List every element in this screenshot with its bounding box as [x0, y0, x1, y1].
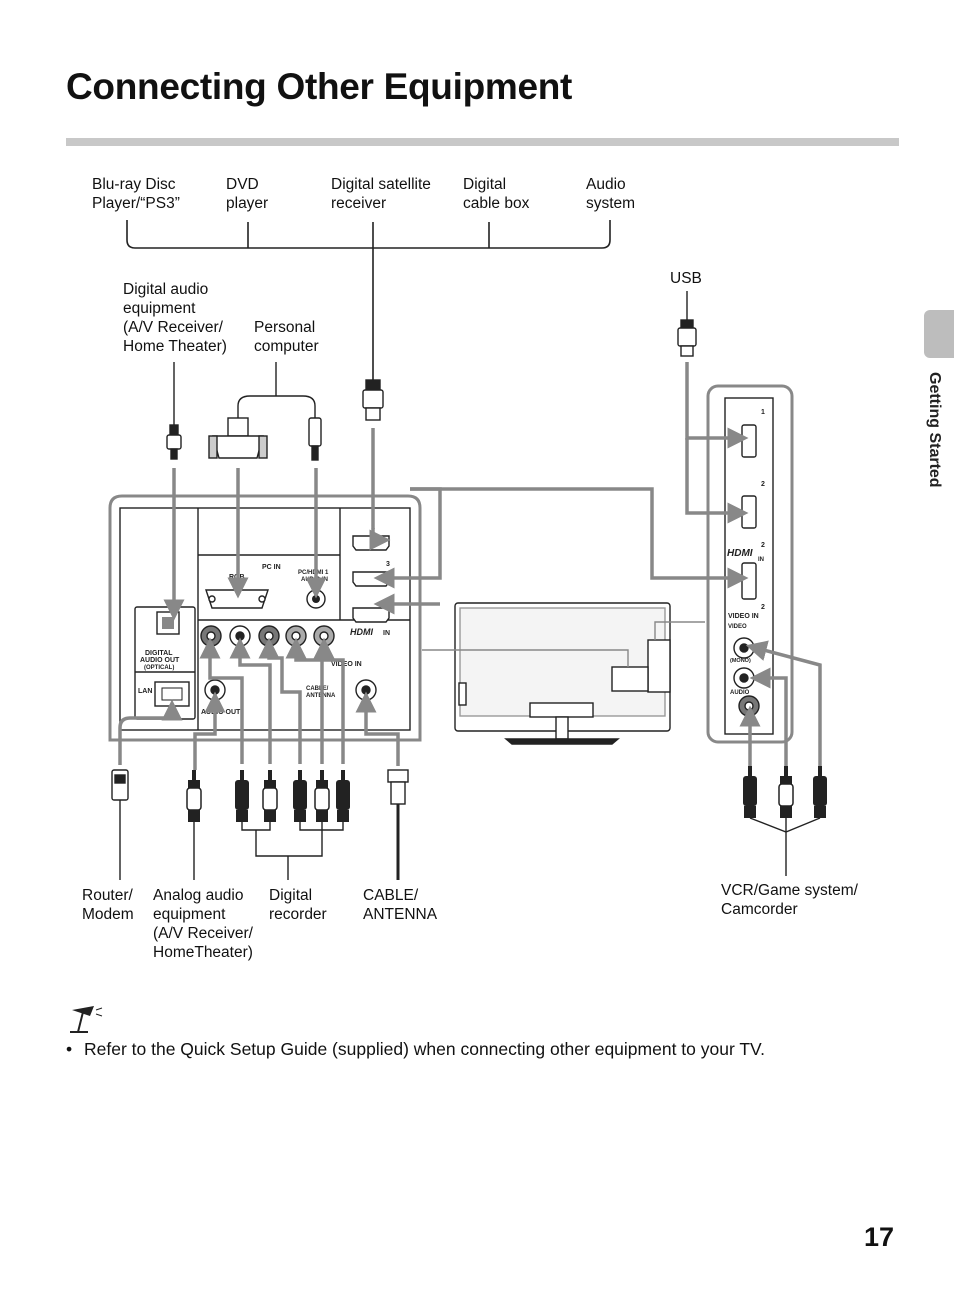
svg-text:PC IN: PC IN — [262, 564, 281, 571]
vcr-plug-1 — [743, 766, 757, 818]
vga-plug-icon — [208, 417, 268, 459]
page-title: Connecting Other Equipment — [66, 66, 573, 107]
coax-plug-icon — [387, 769, 409, 805]
svg-text:(MONO): (MONO) — [730, 658, 751, 664]
usb-port-1 — [741, 424, 757, 458]
optical-plug-icon — [166, 424, 182, 460]
hdmi-port-4 — [352, 607, 390, 623]
label-router: Router/Modem — [82, 887, 134, 923]
svg-text:2: 2 — [761, 481, 765, 488]
hdmi-device-bracket — [126, 220, 611, 380]
svg-text:HDMI: HDMI — [727, 548, 753, 559]
usb-port-2 — [741, 495, 757, 529]
recorder-plug-2 — [262, 769, 278, 823]
svg-text:AUDIO: AUDIO — [730, 690, 750, 696]
hdmi-port-1 — [352, 535, 390, 551]
svg-text:1: 1 — [761, 409, 765, 416]
svg-text:AUDIO OUT: AUDIO OUT — [140, 657, 180, 664]
svg-text:DIGITAL: DIGITAL — [145, 650, 173, 657]
svg-text:(OPTICAL): (OPTICAL) — [144, 665, 174, 671]
svg-text:LAN: LAN — [138, 688, 152, 695]
pc-audio-plug-icon — [308, 417, 322, 461]
vcr-plug-3 — [813, 766, 827, 818]
connection-diagram: 1 3 4 PC IN RGB PC/HDMI 1 AUDIO IN DIGIT… — [108, 220, 827, 880]
hdmi-port-3 — [352, 571, 390, 587]
svg-text:AUDIO OUT: AUDIO OUT — [201, 709, 241, 716]
vga-port — [205, 589, 269, 609]
recorder-plug-3 — [293, 770, 307, 822]
svg-text:PC/HDMI 1: PC/HDMI 1 — [298, 570, 329, 576]
recorder-plug-4 — [314, 769, 330, 823]
svg-text:2: 2 — [761, 604, 765, 611]
svg-text:VIDEO: VIDEO — [728, 624, 747, 630]
lan-plug-icon — [111, 769, 129, 801]
label-cable-antenna: CABLE/ANTENNA — [363, 887, 438, 923]
svg-text:3: 3 — [386, 561, 390, 568]
page-number: 17 — [864, 1222, 895, 1252]
title-rule — [66, 138, 899, 146]
label-usb: USB — [670, 270, 702, 287]
svg-text:VIDEO IN: VIDEO IN — [728, 613, 759, 620]
recorder-plug-1 — [235, 770, 249, 822]
note-item: •Refer to the Quick Setup Guide (supplie… — [66, 1039, 765, 1059]
svg-text:IN: IN — [383, 630, 390, 637]
svg-text:CABLE/: CABLE/ — [306, 686, 329, 692]
side-tab-marker — [924, 310, 954, 358]
hdmi-plug-icon — [362, 379, 384, 421]
tip-icon — [70, 1006, 103, 1033]
svg-text:HDMI: HDMI — [350, 627, 373, 637]
side-hdmi-port — [741, 562, 757, 600]
vcr-plug-2 — [778, 765, 794, 819]
svg-text:IN: IN — [758, 557, 764, 563]
note-text: Refer to the Quick Setup Guide (supplied… — [84, 1039, 765, 1059]
svg-text:VIDEO IN: VIDEO IN — [331, 661, 362, 668]
recorder-plug-5 — [336, 770, 350, 822]
label-vcr: VCR/Game system/Camcorder — [721, 882, 858, 918]
svg-text:2: 2 — [761, 542, 765, 549]
tv-rear-illustration — [454, 602, 671, 745]
usb-plug-icon — [677, 319, 697, 357]
analog-audio-plug-icon — [186, 769, 202, 823]
